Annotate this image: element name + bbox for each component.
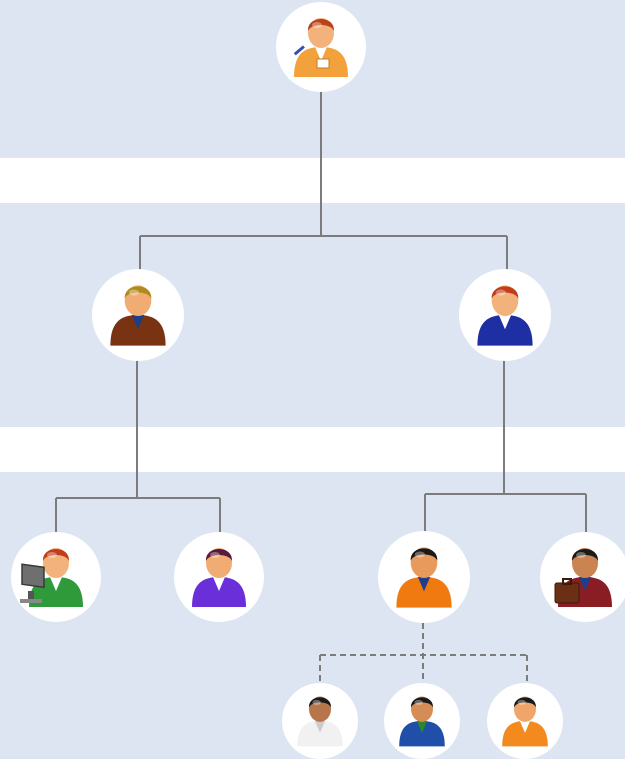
briefcase-icon: [554, 582, 580, 604]
male-orange-suit-person-icon: [396, 547, 452, 608]
female-writer-person-icon: [293, 18, 348, 77]
org-node: [11, 532, 101, 622]
org-node: [540, 532, 625, 622]
org-node: [487, 683, 563, 759]
male-blue-suit-person-icon: [399, 696, 445, 747]
pen-icon: [293, 45, 305, 56]
connector-lines: [55, 92, 587, 684]
male-orange-shirt-person-icon: [502, 696, 548, 747]
female-purple-person-icon: [192, 548, 246, 607]
org-node: [174, 532, 264, 622]
monitor-icon: [21, 563, 45, 589]
female-blue-suit-person-icon: [477, 285, 533, 346]
band-separator-1: [0, 158, 625, 203]
org-node: [276, 2, 366, 92]
org-node: [92, 269, 184, 361]
computer-user-person-icon: [20, 548, 83, 607]
band-separator-2: [0, 427, 625, 472]
org-node: [459, 269, 551, 361]
businessman-briefcase-person-icon: [554, 548, 612, 607]
male-brown-suit-person-icon: [110, 285, 166, 346]
org-chart-nodes: [11, 2, 625, 759]
org-node: [384, 683, 460, 759]
org-node: [378, 531, 470, 623]
male-white-shirt-person-icon: [297, 696, 343, 747]
org-node: [282, 683, 358, 759]
